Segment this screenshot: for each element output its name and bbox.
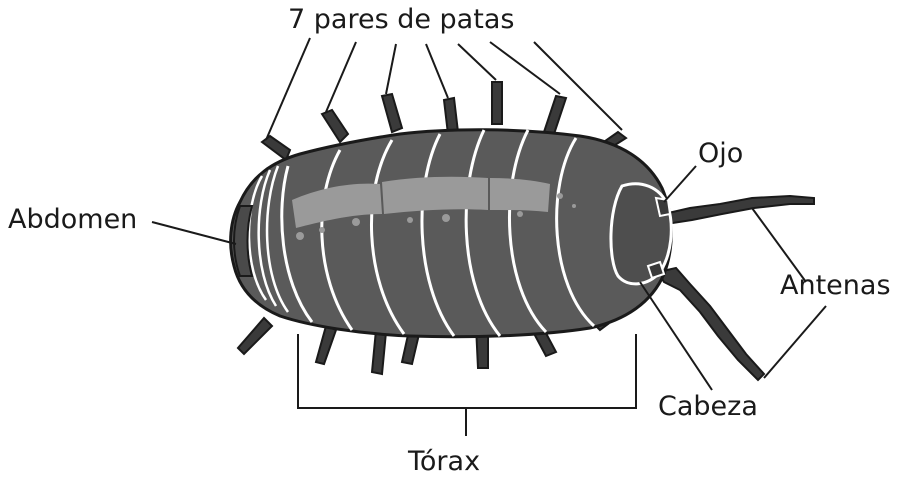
body-silhouette [231, 130, 672, 337]
antenna-bottom [658, 268, 764, 380]
leg-top-6 [544, 96, 566, 134]
head-label: Cabeza [658, 393, 758, 420]
leg-top-2 [322, 110, 348, 142]
mouth-part [648, 262, 664, 278]
leg-bottom-1 [238, 318, 272, 354]
antennae-label: Antenas [780, 272, 891, 299]
antenna-top [664, 196, 814, 224]
legs-label: 7 pares de patas [288, 6, 514, 33]
leg-top-5 [492, 82, 502, 124]
leg-top-3 [382, 94, 402, 132]
body [231, 130, 672, 337]
eye-label: Ojo [698, 140, 743, 167]
leg-bottom-3 [372, 330, 386, 374]
thorax-label: Tórax [408, 448, 480, 475]
leg-bottom-2 [316, 326, 336, 364]
abdomen-label: Abdomen [8, 206, 137, 233]
